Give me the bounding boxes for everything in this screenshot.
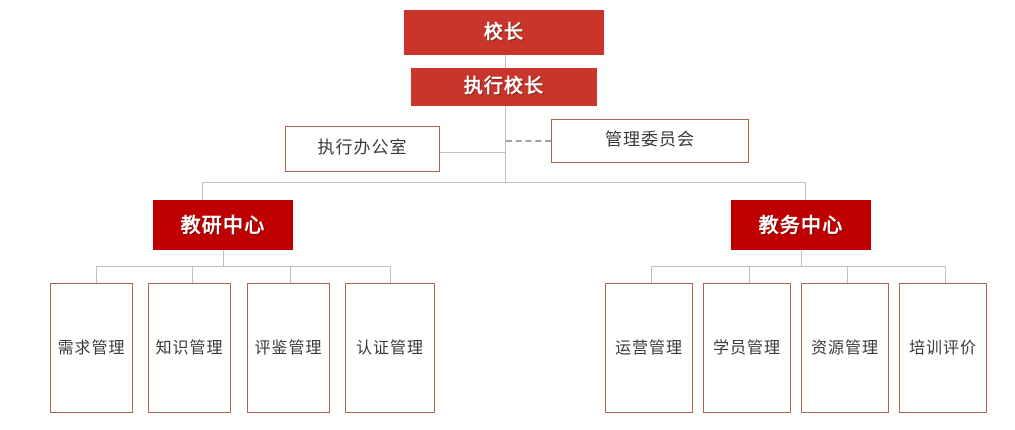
- node-academic-affairs-center-label: 教务中心: [758, 212, 844, 237]
- node-knowledge-management-label: 知识管理: [155, 337, 224, 357]
- connector-left-drop-2: [192, 266, 193, 283]
- node-demand-management[interactable]: 需求管理: [50, 283, 133, 413]
- node-student-management[interactable]: 学员管理: [703, 283, 791, 413]
- node-certification-management[interactable]: 认证管理: [345, 283, 435, 413]
- node-principal-label: 校长: [483, 20, 525, 43]
- node-executive-office-label: 执行办公室: [317, 138, 408, 159]
- connector-right-drop-2: [749, 266, 750, 283]
- node-operations-management[interactable]: 运营管理: [605, 283, 693, 413]
- node-management-committee-label: 管理委员会: [604, 130, 696, 151]
- node-training-evaluation-label: 培训评价: [909, 337, 977, 357]
- node-principal[interactable]: 校长: [404, 10, 604, 55]
- node-academic-affairs-center[interactable]: 教务中心: [731, 200, 871, 250]
- connector-dashed-to-committee: [506, 140, 551, 142]
- node-executive-principal[interactable]: 执行校长: [411, 68, 597, 106]
- connector-left-center-drop: [223, 250, 224, 266]
- node-resource-management-label: 资源管理: [811, 337, 879, 357]
- node-resource-management[interactable]: 资源管理: [801, 283, 889, 413]
- node-executive-principal-label: 执行校长: [463, 75, 545, 98]
- node-executive-office[interactable]: 执行办公室: [285, 126, 440, 172]
- connector-right-drop-4: [945, 266, 946, 283]
- connector-level4-drop-left: [202, 182, 203, 200]
- connector-left-bus: [96, 266, 390, 267]
- node-training-evaluation[interactable]: 培训评价: [899, 283, 987, 413]
- connector-left-drop-4: [390, 266, 391, 283]
- node-assessment-management-label: 评鉴管理: [254, 337, 323, 357]
- connector-right-center-drop: [801, 250, 802, 266]
- connector-right-bus: [651, 266, 945, 267]
- connector-right-drop-3: [847, 266, 848, 283]
- connector-executive-trunk: [505, 106, 506, 182]
- node-operations-management-label: 运营管理: [615, 337, 683, 357]
- connector-left-drop-3: [290, 266, 291, 283]
- connector-principal-to-executive: [505, 55, 506, 68]
- node-student-management-label: 学员管理: [713, 337, 781, 357]
- node-demand-management-label: 需求管理: [57, 337, 126, 357]
- node-certification-management-label: 认证管理: [356, 337, 424, 357]
- connector-left-drop-1: [96, 266, 97, 283]
- node-teaching-research-center-label: 教研中心: [180, 212, 266, 237]
- node-management-committee[interactable]: 管理委员会: [551, 119, 749, 163]
- node-assessment-management[interactable]: 评鉴管理: [247, 283, 330, 413]
- connector-level4-drop-right: [805, 182, 806, 200]
- connector-office-to-trunk: [440, 152, 505, 153]
- connector-level4-bus: [202, 182, 806, 183]
- node-knowledge-management[interactable]: 知识管理: [148, 283, 231, 413]
- node-teaching-research-center[interactable]: 教研中心: [153, 200, 293, 250]
- connector-right-drop-1: [651, 266, 652, 283]
